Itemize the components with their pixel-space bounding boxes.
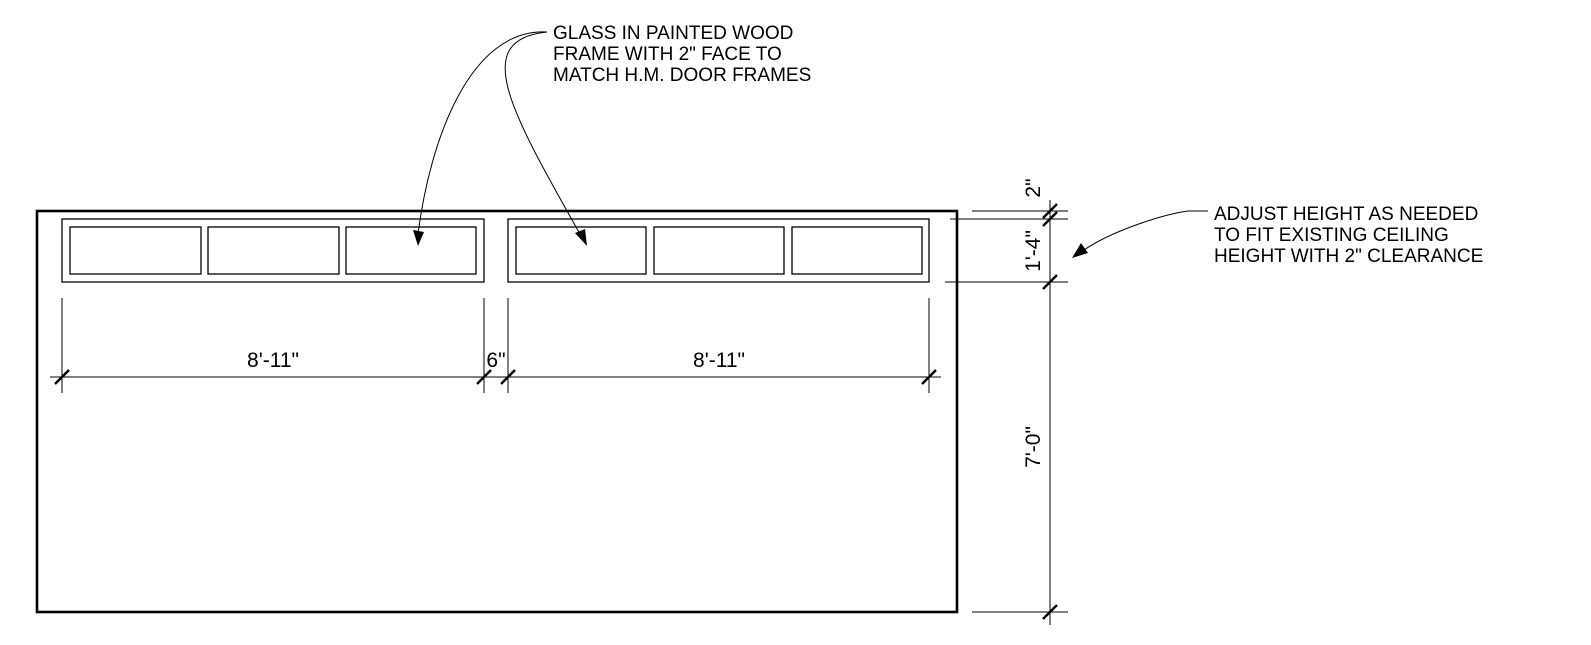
glass-note-line-1: GLASS IN PAINTED WOOD (553, 23, 793, 44)
dimension-right-frame-width: 8'-11" (693, 349, 745, 372)
tick-mark (1042, 203, 1058, 219)
leader-arrowhead (1072, 243, 1088, 258)
horizontal-dimension-string: 8'-11" 6" 8'-11" (50, 298, 941, 393)
tick-mark (1042, 604, 1058, 620)
leader-line-to-dimension (1083, 210, 1208, 251)
dimension-left-frame-width: 8'-11" (247, 349, 299, 372)
left-glass-pane-3 (345, 226, 477, 275)
height-note-line-2: TO FIT EXISTING CEILING (1214, 225, 1449, 246)
height-note-line-1: ADJUST HEIGHT AS NEEDED (1214, 204, 1478, 225)
leader-arrowhead (413, 230, 424, 246)
left-glass-pane-1 (69, 226, 202, 275)
glass-note-line-2: FRAME WITH 2" FACE TO (553, 44, 782, 65)
right-glass-pane-2 (653, 226, 785, 275)
left-transom-frame (61, 218, 485, 283)
leader-line-to-right-glass (504, 31, 581, 235)
leader-arrowhead (575, 229, 587, 246)
height-note-line-3: HEIGHT WITH 2" CLEARANCE (1214, 246, 1483, 267)
right-glass-pane-3 (791, 226, 923, 275)
tick-mark (476, 369, 492, 385)
dimension-top-clearance: 2" (1022, 178, 1045, 197)
right-transom-frame (507, 218, 930, 283)
tick-mark (1042, 211, 1058, 227)
left-frame-outer (61, 218, 485, 283)
dimension-door-height: 7'-0" (1022, 426, 1045, 468)
left-glass-pane-2 (207, 226, 340, 275)
vertical-dimension-string: 2" 1'-4" 7'-0" (945, 178, 1068, 625)
glass-note-line-3: MATCH H.M. DOOR FRAMES (553, 65, 811, 86)
tick-mark (1042, 274, 1058, 290)
tick-mark (500, 369, 516, 385)
glass-note: GLASS IN PAINTED WOOD FRAME WITH 2" FACE… (413, 23, 811, 246)
leader-line-to-left-glass (417, 31, 548, 235)
tick-mark (54, 369, 70, 385)
wall-outline (35, 209, 959, 614)
dimension-transom-height: 1'-4" (1022, 230, 1045, 272)
height-note: ADJUST HEIGHT AS NEEDED TO FIT EXISTING … (1072, 204, 1483, 267)
tick-mark (921, 369, 937, 385)
right-frame-outer (507, 218, 930, 283)
right-glass-pane-1 (515, 226, 647, 275)
dimension-gap-width: 6" (486, 349, 505, 372)
